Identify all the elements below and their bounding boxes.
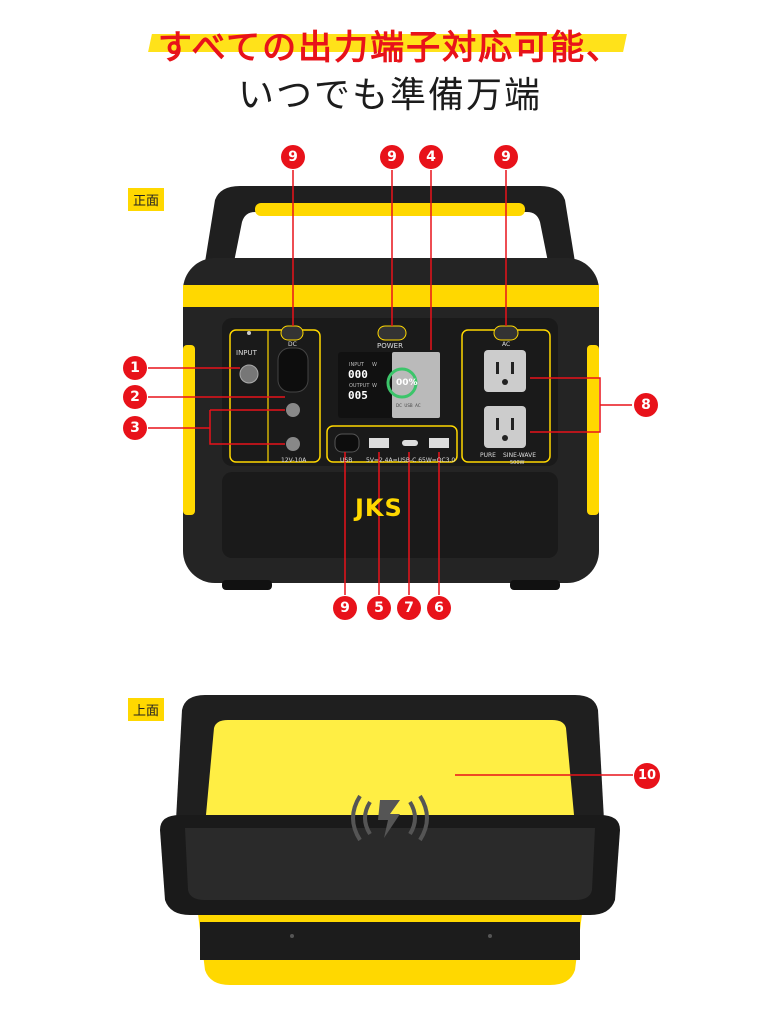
callout-10: 10 <box>634 763 660 789</box>
callout-6: 6 <box>427 596 451 620</box>
display-battery-percent: 00% <box>396 378 418 388</box>
power-label: POWER <box>377 342 403 350</box>
callout-3: 3 <box>123 416 147 440</box>
callout-1: 1 <box>123 356 147 380</box>
callout-5: 5 <box>367 596 391 620</box>
callout-9-ac: 9 <box>494 145 518 169</box>
dc-label: DC <box>288 341 297 348</box>
top-view-tag: 上面 <box>128 698 165 721</box>
input-label: INPUT <box>236 349 257 357</box>
ac-label: AC <box>502 341 511 348</box>
callout-2: 2 <box>123 385 147 409</box>
front-view-tag: 正面 <box>128 188 165 211</box>
display-input-label: INPUT <box>349 362 364 368</box>
display-output-value: 005 <box>348 389 368 402</box>
headline: すべての出力端子対応可能、 <box>157 28 623 68</box>
sine-wave-label: SINE-WAVE <box>503 452 536 459</box>
subheadline: いつでも準備万端 <box>237 75 542 116</box>
callout-9-dc: 9 <box>281 145 305 169</box>
callout-9-usb: 9 <box>333 596 357 620</box>
brand-logo: JKS <box>355 494 403 522</box>
usb-spec-label: 5V=2.4A=USB-C 65W=QC3.0 <box>366 457 456 464</box>
pure-label: PURE <box>480 452 496 459</box>
top-view-illustration <box>160 695 633 985</box>
callout-7: 7 <box>397 596 421 620</box>
front-view-illustration <box>148 170 632 595</box>
callout-8: 8 <box>634 393 658 417</box>
display-footer: DC USB AC <box>396 403 421 408</box>
watt-label: 500W <box>510 460 525 466</box>
display-output-label: OUTPUT <box>349 383 370 389</box>
dc-rating-label: 12V-10A <box>281 457 307 464</box>
display-output-unit: W <box>372 383 377 389</box>
usb-label: USB <box>340 457 353 464</box>
display-input-unit: W <box>372 362 377 368</box>
display-input-value: 000 <box>348 368 368 381</box>
callout-9-power: 9 <box>380 145 404 169</box>
callout-4-display: 4 <box>419 145 443 169</box>
